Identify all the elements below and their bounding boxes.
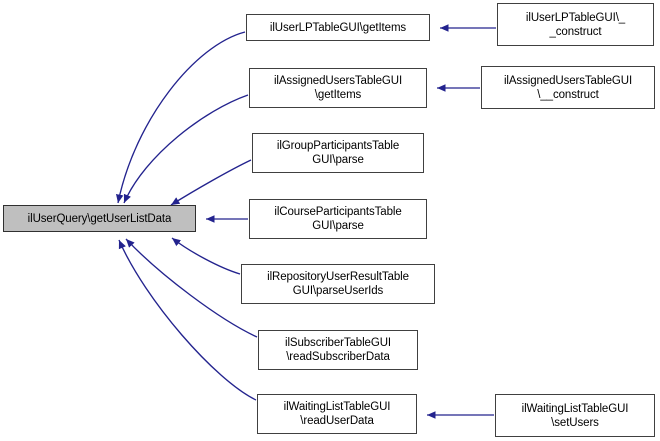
edge-m7-root	[118, 239, 257, 401]
node-label: ilAssignedUsersTableGUI \__construct	[503, 74, 633, 101]
node-il-waiting-list-table-gui-set-users[interactable]: ilWaitingListTableGUI \setUsers	[495, 394, 655, 437]
edge-m6-root	[125, 238, 258, 338]
node-il-subscriber-table-gui-read-subscriber-data[interactable]: ilSubscriberTableGUI \readSubscriberData	[258, 330, 418, 370]
node-label: ilWaitingListTableGUI \setUsers	[521, 402, 629, 429]
node-il-user-lp-table-gui-construct[interactable]: ilUserLPTableGUI\_ _construct	[497, 3, 654, 46]
node-label: ilUserLPTableGUI\_ _construct	[525, 11, 626, 38]
node-il-assigned-users-table-gui-construct[interactable]: ilAssignedUsersTableGUI \__construct	[481, 66, 655, 109]
node-label: ilUserQuery\getUserListData	[27, 212, 172, 225]
edge-m2-root	[123, 94, 249, 204]
edge-m3-root	[170, 159, 252, 206]
node-il-course-participants-table-gui-parse[interactable]: ilCourseParticipantsTable GUI\parse	[249, 199, 427, 239]
node-root-il-user-query-get-user-list-data[interactable]: ilUserQuery\getUserListData	[3, 205, 196, 232]
node-label: ilRepositoryUserResultTable GUI\parseUse…	[267, 271, 409, 297]
node-il-repository-user-result-table-gui-parse-user-ids[interactable]: ilRepositoryUserResultTable GUI\parseUse…	[241, 264, 435, 304]
node-il-group-participants-table-gui-parse[interactable]: ilGroupParticipantsTable GUI\parse	[252, 133, 424, 173]
node-il-assigned-users-table-gui-get-items[interactable]: ilAssignedUsersTableGUI \getItems	[249, 68, 427, 108]
edge-m5-root	[171, 237, 241, 275]
node-label: ilCourseParticipantsTable GUI\parse	[274, 206, 402, 232]
node-label: ilSubscriberTableGUI \readSubscriberData	[284, 337, 391, 363]
node-label: ilUserLPTableGUI\getItems	[269, 21, 407, 34]
node-label: ilGroupParticipantsTable GUI\parse	[276, 140, 400, 166]
node-il-user-lp-table-gui-get-items[interactable]: ilUserLPTableGUI\getItems	[246, 14, 430, 41]
edge-m1-root	[115, 31, 246, 204]
node-label: ilAssignedUsersTableGUI \getItems	[273, 75, 403, 101]
node-il-waiting-list-table-gui-read-user-data[interactable]: ilWaitingListTableGUI \readUserData	[257, 394, 417, 434]
node-label: ilWaitingListTableGUI \readUserData	[283, 401, 391, 427]
